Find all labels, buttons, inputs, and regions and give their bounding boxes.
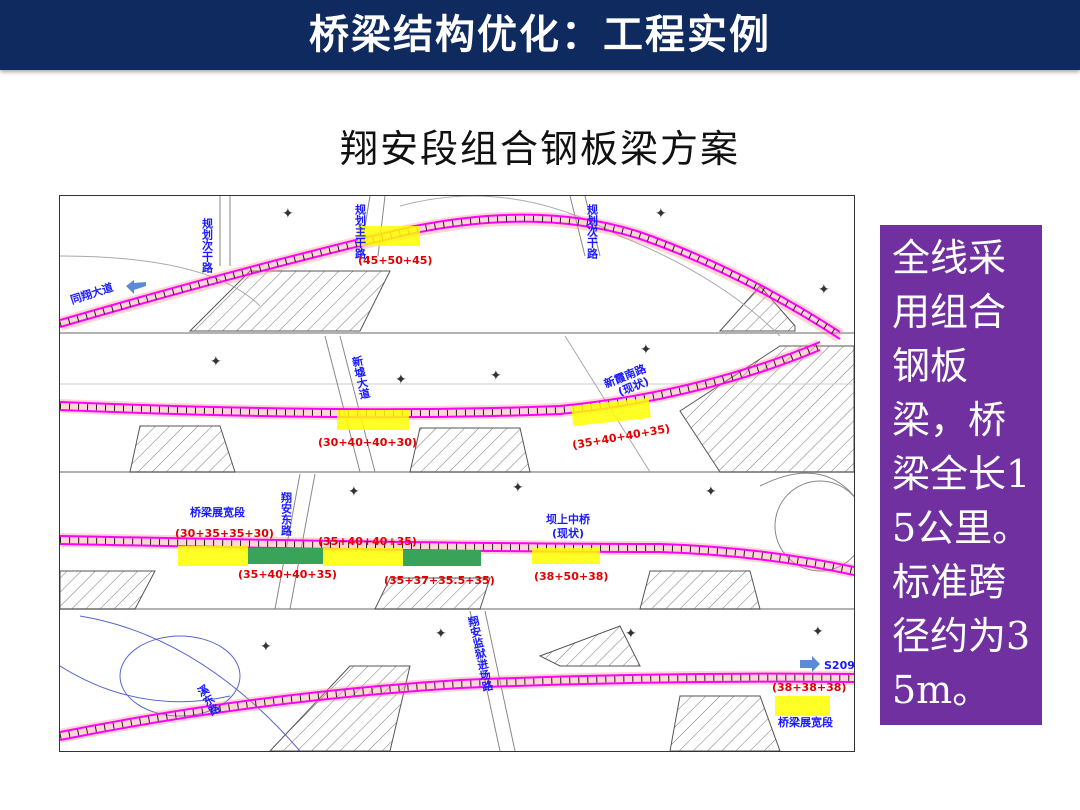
cross-road	[274, 473, 301, 610]
hatched-area	[669, 695, 781, 751]
road-label-xiangan-east: 翔安东路	[280, 491, 294, 537]
span-label: (35+37+35.5+35)	[384, 574, 495, 587]
hatched-area	[60, 570, 156, 610]
bridge-corridor	[60, 533, 854, 578]
cross-road	[469, 610, 501, 751]
road-label-s209: S209	[824, 659, 854, 672]
highlight-span-green	[248, 548, 323, 564]
span-label: (30+35+35+30)	[175, 527, 274, 540]
arrow-left-icon	[126, 280, 146, 294]
interchange-ramp	[119, 635, 241, 717]
summary-text: 全线采用组合钢板梁，桥梁全长15公里。标准跨径约为35m。	[892, 236, 1031, 712]
strip-2: 新墟大道 新霞南路 (现状) (30+40+40+30) (35+40+40+3…	[60, 335, 854, 473]
summary-callout: 全线采用组合钢板梁，桥梁全长15公里。标准跨径约为35m。	[880, 225, 1042, 725]
hatched-area	[374, 577, 491, 610]
header-bar: 桥梁结构优化：工程实例	[0, 0, 1080, 70]
highlight-span	[571, 397, 651, 427]
north-arrow-icon: ✦	[705, 484, 717, 500]
span-label: (30+40+40+30)	[318, 436, 417, 449]
hatched-area	[679, 345, 854, 473]
interchange-ramp	[79, 615, 301, 751]
north-arrow-icon: ✦	[282, 206, 294, 222]
cross-road	[289, 473, 316, 610]
strip-4: 溪东路 翔安监狱进场路 S209 桥梁展宽段 (38+38+38) ✦ ✦ ✦ …	[60, 610, 854, 751]
bridge-corridor	[60, 670, 854, 743]
cross-road	[324, 335, 361, 473]
road-label-bashang: 坝上中桥	[546, 512, 591, 526]
highlight-span-green	[403, 550, 481, 566]
bridge-alignment	[60, 220, 841, 340]
road-label-widening: 桥梁展宽段	[778, 715, 833, 729]
bridge-plan-svg: 规划次干路 规划主干路 规划次干路 同翔大道 (45+50+45) ✦ ✦ ✦ …	[60, 196, 854, 751]
road-label-main: 规划主干路	[354, 203, 367, 260]
hatched-area	[409, 427, 531, 473]
road-label-secondary-2: 规划次干路	[586, 203, 599, 260]
north-arrow-icon: ✦	[812, 624, 824, 640]
hatched-area	[269, 665, 411, 751]
bridge-alignment	[60, 349, 821, 419]
interchange-ramp	[60, 665, 231, 703]
road-label-secondary-1: 规划次干路	[201, 217, 214, 274]
strip-3: 桥梁展宽段 翔安东路 坝上中桥 (现状) (30+35+35+30) (35+4…	[60, 472, 854, 610]
north-arrow-icon: ✦	[490, 368, 502, 384]
highlight-span	[323, 548, 403, 566]
strip-1: 规划次干路 规划主干路 规划次干路 同翔大道 (45+50+45) ✦ ✦ ✦	[60, 196, 844, 342]
road-label-tongxiang: 同翔大道	[69, 280, 115, 307]
hatched-area	[129, 425, 236, 473]
hatched-area	[188, 270, 391, 332]
slide-subtitle: 翔安段组合钢板梁方案	[339, 127, 740, 171]
cross-road	[339, 335, 376, 473]
road-label-status: (现状)	[552, 526, 584, 540]
road-edge	[60, 255, 261, 307]
north-arrow-icon: ✦	[348, 484, 360, 500]
cross-road	[484, 610, 516, 751]
span-label: (38+38+38)	[772, 681, 846, 694]
road-label-xinxu: 新墟大道	[349, 353, 371, 401]
north-arrow-icon: ✦	[818, 282, 830, 298]
span-label: (35+40+40+35)	[238, 568, 337, 581]
bridge-alignment	[60, 213, 841, 333]
north-arrow-icon: ✦	[260, 639, 272, 655]
highlight-span	[337, 410, 409, 430]
highlight-span	[532, 548, 600, 564]
highlight-span	[358, 226, 420, 246]
interchange-ramp	[774, 480, 854, 572]
interchange-ramp	[759, 472, 854, 497]
bridge-alignment	[60, 341, 821, 411]
page-title: 桥梁结构优化：工程实例	[309, 12, 771, 58]
north-arrow-icon: ✦	[625, 626, 637, 642]
bridge-corridor	[60, 339, 823, 421]
highlight-span	[178, 546, 248, 566]
hatched-area	[639, 570, 761, 610]
span-label: (45+50+45)	[358, 254, 432, 267]
road-edge	[399, 196, 781, 337]
bridge-plan-map: 规划次干路 规划主干路 规划次干路 同翔大道 (45+50+45) ✦ ✦ ✦ …	[59, 195, 855, 752]
hatched-area	[538, 625, 641, 667]
hatched-area	[718, 285, 796, 332]
bridge-alignment	[60, 672, 854, 733]
bridge-alignment	[60, 680, 854, 741]
bridge-corridor	[60, 211, 844, 342]
north-arrow-icon: ✦	[640, 342, 652, 358]
north-arrow-icon: ✦	[435, 626, 447, 642]
north-arrow-icon: ✦	[210, 354, 222, 370]
north-arrow-icon: ✦	[655, 206, 667, 222]
span-label: (35+40+40+35)	[318, 535, 417, 548]
north-arrow-icon: ✦	[395, 372, 407, 388]
span-label: (38+50+38)	[534, 570, 608, 583]
arrow-right-icon	[800, 656, 820, 672]
road-label-widening: 桥梁展宽段	[190, 505, 245, 519]
cross-road	[584, 196, 601, 257]
highlight-span	[775, 696, 830, 716]
bridge-alignment	[60, 535, 854, 568]
north-arrow-icon: ✦	[512, 480, 524, 496]
